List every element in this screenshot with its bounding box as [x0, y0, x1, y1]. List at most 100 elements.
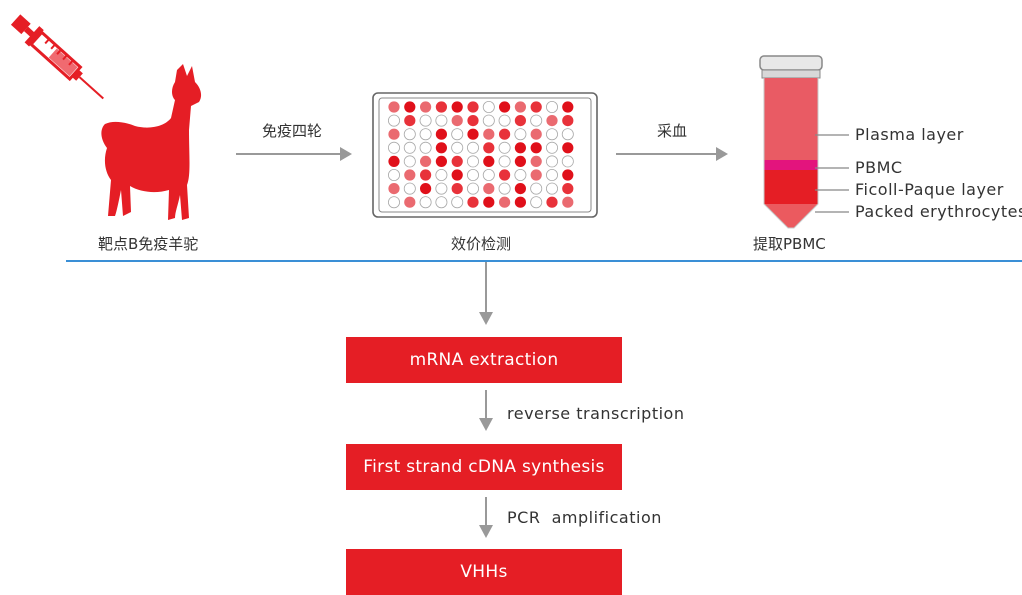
plate-well: [404, 196, 416, 208]
centrifuge-tube-icon: [759, 55, 823, 229]
arrow2-label: 采血: [657, 122, 688, 140]
plate-well: [483, 155, 495, 167]
plate-well: [562, 183, 574, 195]
plate-well: [435, 155, 447, 167]
step-box-mrna-extraction: mRNA extraction: [346, 337, 622, 383]
plate-well: [545, 141, 558, 154]
plate-well: [499, 196, 511, 208]
plate-well: [451, 196, 464, 209]
plate-well: [530, 196, 543, 209]
arrow-right-icon: [616, 147, 728, 161]
plate-well: [467, 155, 480, 168]
plate-well: [498, 141, 511, 154]
plate-well: [482, 114, 495, 127]
plate-well: [451, 183, 463, 195]
tube-layer-label: Ficoll-Paque layer: [855, 180, 1004, 199]
plate-well: [530, 155, 542, 167]
plate-well: [546, 196, 558, 208]
plate-well: [562, 115, 574, 127]
plate-well: [530, 142, 542, 154]
plate-well: [403, 155, 416, 168]
plate-well: [420, 155, 432, 167]
plate-well: [451, 155, 463, 167]
tube-layer-label: PBMC: [855, 158, 903, 177]
plate-well: [514, 169, 527, 182]
plate-well: [435, 169, 448, 182]
tube-label: 提取PBMC: [753, 235, 826, 253]
plate-well: [545, 128, 558, 141]
plate-well: [561, 128, 574, 141]
divider-line: [66, 260, 1022, 262]
tube-layer-label: Plasma layer: [855, 125, 964, 144]
plate-well: [482, 169, 495, 182]
plate-well: [451, 141, 464, 154]
plate-well: [546, 115, 558, 127]
plate-well: [451, 169, 463, 181]
source-label: 靶点B免疫羊驼: [98, 235, 199, 253]
plate-well: [562, 101, 574, 113]
plate-well: [388, 183, 400, 195]
plate-well: [562, 142, 574, 154]
plate-well: [483, 196, 495, 208]
plate-well: [403, 128, 416, 141]
plate-well: [483, 142, 495, 154]
plate-well: [545, 100, 558, 113]
plate-well: [514, 183, 526, 195]
plate-well: [419, 114, 432, 127]
plate-well: [451, 128, 464, 141]
plate-well: [435, 101, 447, 113]
arrow-right-icon: [236, 147, 352, 161]
plate-well: [514, 101, 526, 113]
arrow-down-icon: [479, 390, 493, 431]
plate-well: [514, 115, 526, 127]
plate-well: [467, 128, 479, 140]
plate-well: [451, 115, 463, 127]
plate-well: [467, 141, 480, 154]
arrow1-label: 免疫四轮: [262, 122, 323, 140]
plate-well: [530, 128, 542, 140]
plate-well: [387, 169, 400, 182]
plate-well: [498, 182, 511, 195]
arrow-down-icon: [479, 262, 493, 325]
plate-well: [388, 128, 400, 140]
plate-well: [420, 169, 432, 181]
tube-leader-lines: [815, 134, 849, 213]
plate-well: [403, 182, 416, 195]
plate-well: [467, 115, 479, 127]
plate-well: [530, 114, 543, 127]
well-plate: [372, 92, 598, 218]
step-box-vhhs: VHHs: [346, 549, 622, 595]
arrow-down-icon: [479, 497, 493, 538]
plate-well: [435, 128, 447, 140]
plate-well: [435, 182, 448, 195]
plate-well: [420, 101, 432, 113]
plate-well: [483, 128, 495, 140]
plate-well: [467, 182, 480, 195]
plate-well: [499, 101, 511, 113]
step-arrow-label: reverse transcription: [507, 404, 685, 423]
plate-label: 效价检测: [451, 235, 512, 253]
plate-well: [435, 142, 447, 154]
step-box-cdna-synthesis: First strand cDNA synthesis: [346, 444, 622, 490]
plate-well: [482, 100, 495, 113]
plate-well: [530, 169, 542, 181]
plate-well: [562, 196, 574, 208]
plate-well: [387, 114, 400, 127]
plate-well: [387, 141, 400, 154]
plate-well: [498, 114, 511, 127]
plate-well: [514, 142, 526, 154]
plate-well: [499, 128, 511, 140]
plate-well: [545, 169, 558, 182]
plate-well: [419, 196, 432, 209]
plate-well: [467, 101, 479, 113]
tube-layer-label: Packed erythrocytes: [855, 202, 1022, 221]
syringe-icon: [10, 14, 104, 100]
plate-well: [562, 169, 574, 181]
plate-well: [404, 169, 416, 181]
plate-well: [467, 169, 480, 182]
step-arrow-label: PCR amplification: [507, 508, 662, 527]
plate-well: [387, 196, 400, 209]
plate-well: [388, 155, 400, 167]
plate-well: [420, 183, 432, 195]
plate-well: [483, 183, 495, 195]
